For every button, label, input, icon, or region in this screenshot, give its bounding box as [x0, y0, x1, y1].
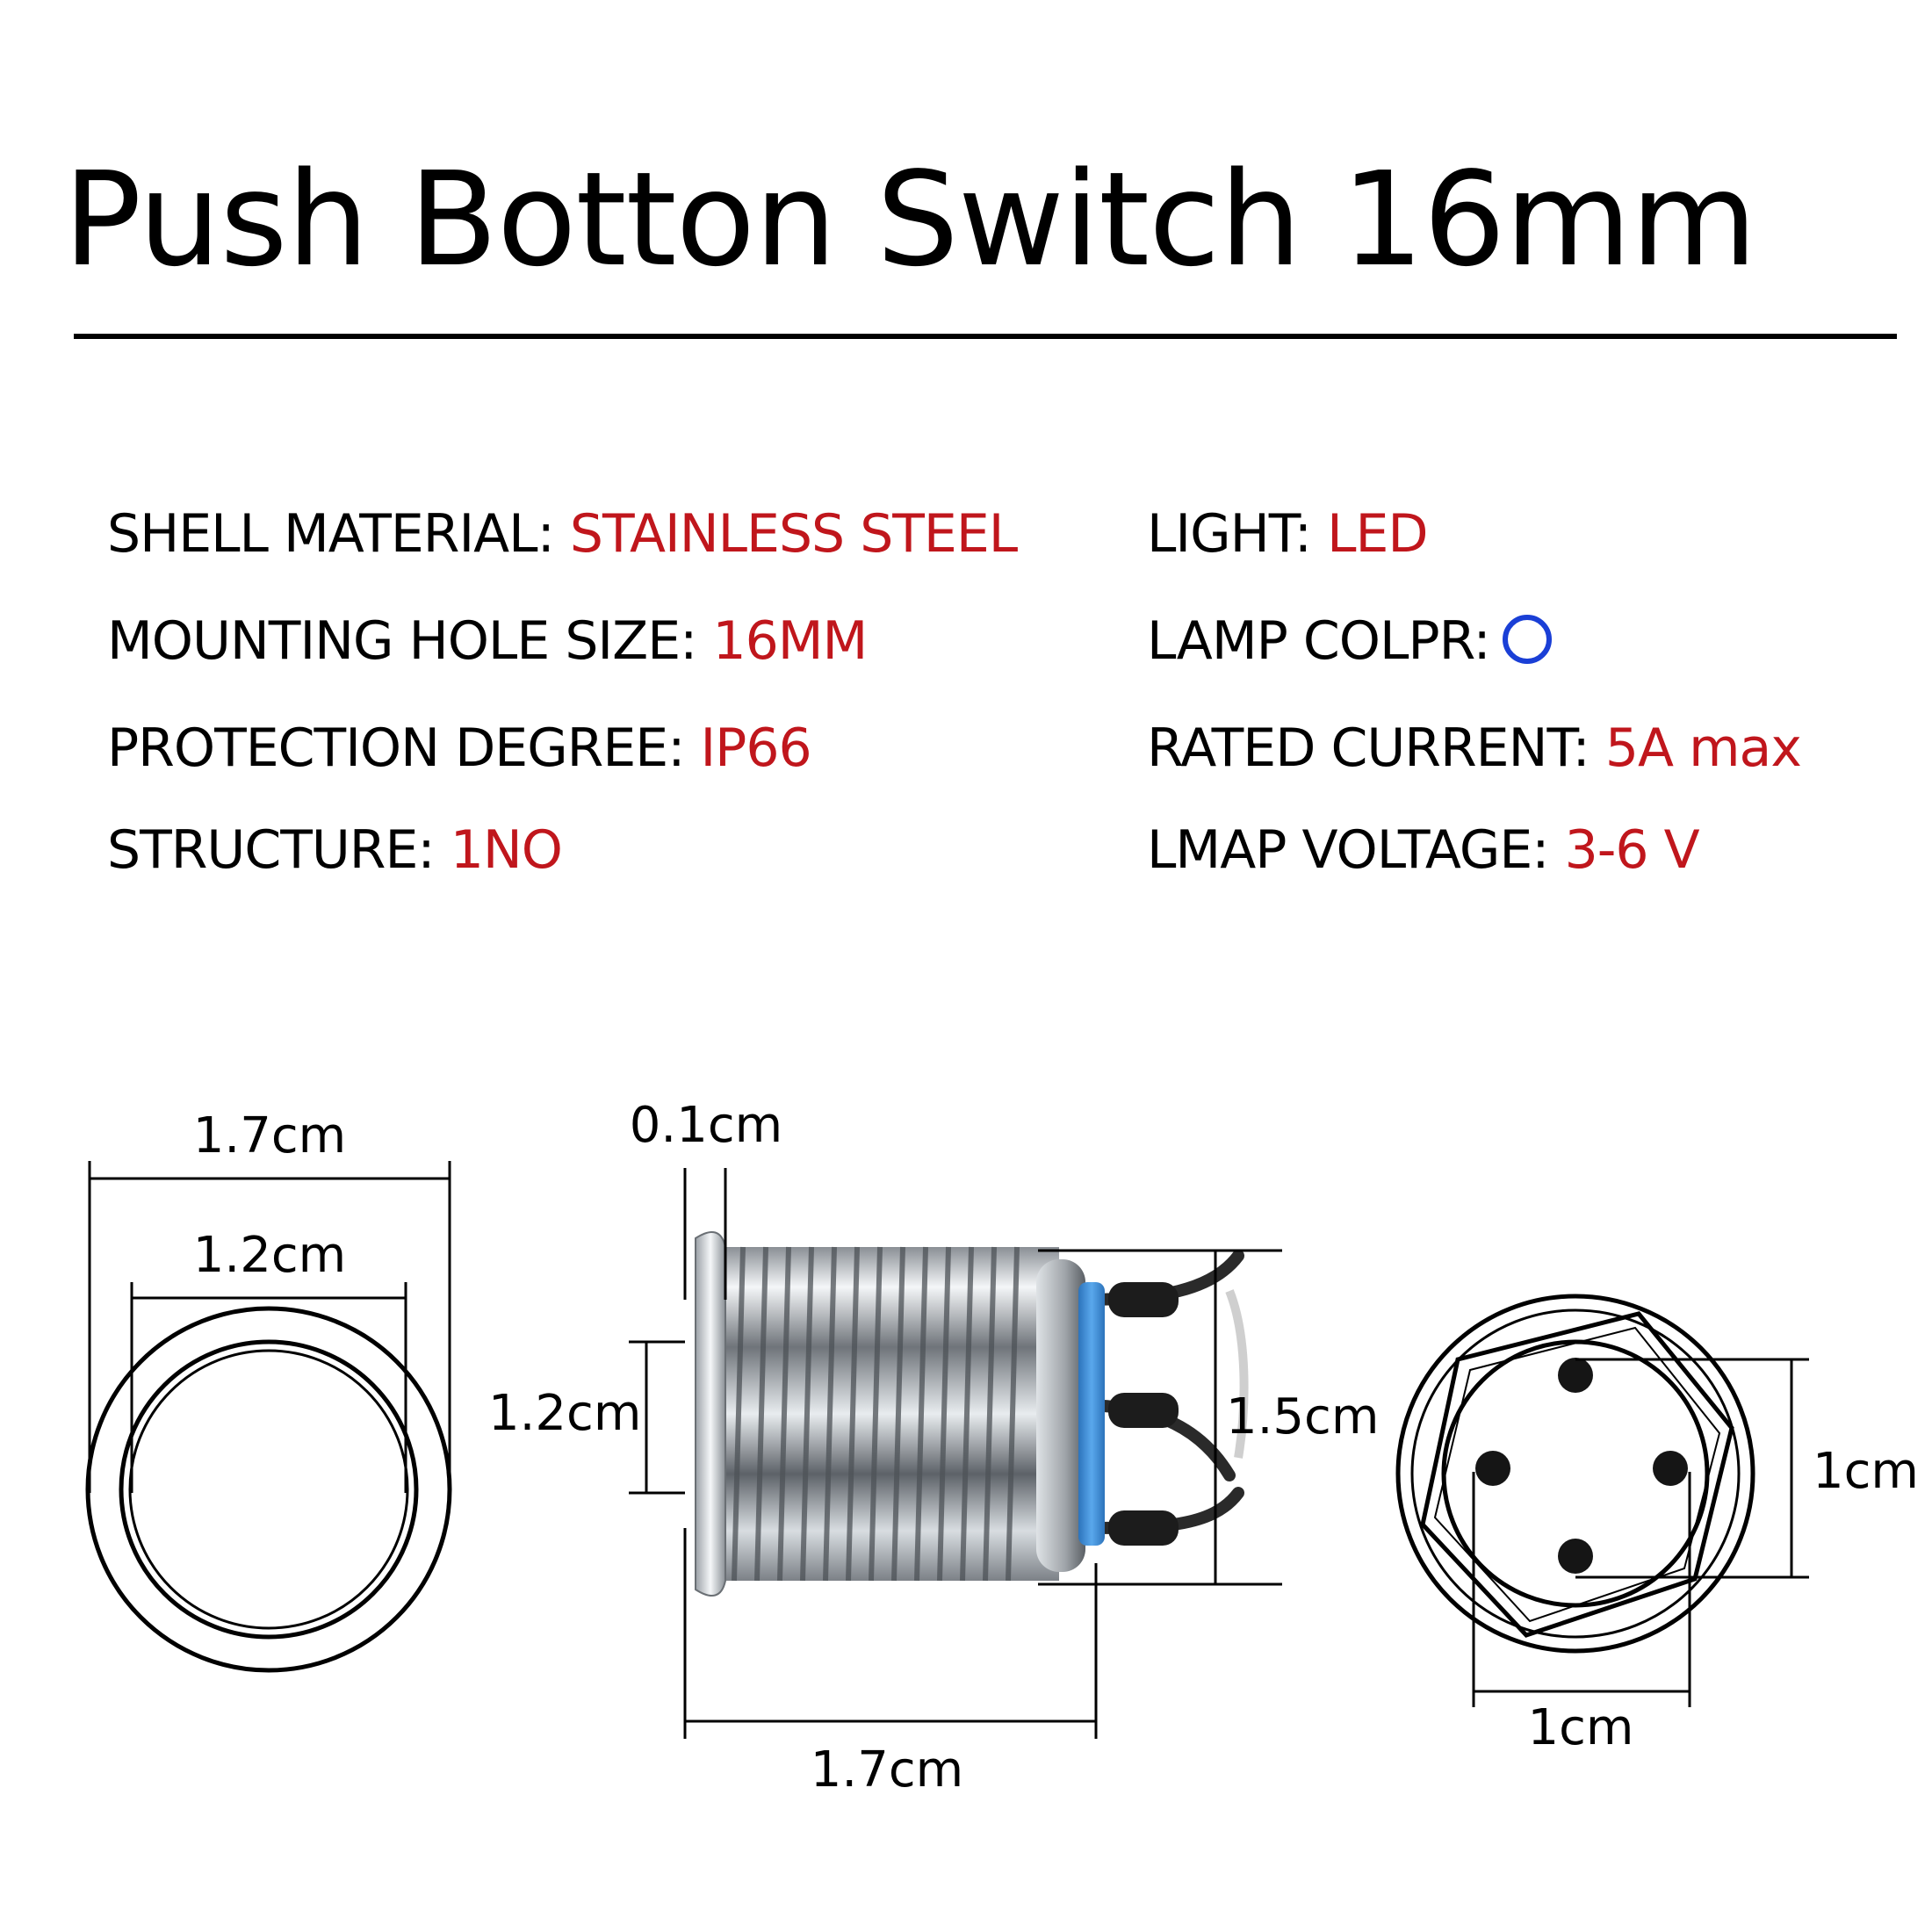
spec-light: LIGHT: LED	[1147, 508, 1429, 560]
rear-view: 1cm 1cm	[1395, 1294, 1919, 1756]
page-title: Push Botton Switch 16mm	[63, 144, 1757, 295]
spec-label: PROTECTION DEGREE:	[107, 717, 701, 779]
wire-sleeve	[1108, 1510, 1179, 1546]
spec-protection-degree: PROTECTION DEGREE: IP66	[107, 722, 812, 775]
dim-body-height: 1.5cm	[1226, 1388, 1379, 1445]
pin-top	[1558, 1358, 1593, 1393]
side-view: 0.1cm 1.2cm 1.5cm 1.7cm	[488, 1097, 1379, 1799]
spec-label: RATED CURRENT:	[1147, 717, 1605, 779]
wire	[1074, 1487, 1244, 1534]
lamp-color-circle-icon	[1502, 615, 1552, 664]
hex-nut	[1420, 1311, 1734, 1638]
spec-label: LMAP VOLTAGE:	[1147, 819, 1565, 881]
dim-side-length: 1.7cm	[811, 1741, 963, 1799]
pin-right	[1653, 1451, 1688, 1486]
rear-nut-ring	[1410, 1308, 1741, 1639]
spec-label: MOUNTING HOLE SIZE:	[107, 610, 713, 672]
dim-pin-horizontal: 1cm	[1528, 1699, 1634, 1756]
spec-lamp-voltage: LMAP VOLTAGE: 3-6 V	[1147, 824, 1700, 876]
spec-mounting-hole-size: MOUNTING HOLE SIZE: 16MM	[107, 615, 868, 667]
title-underline	[74, 334, 1897, 339]
hex-nut-inner	[1433, 1326, 1721, 1623]
spec-value: 5A max	[1604, 717, 1802, 779]
dim-front-outer-width: 1.7cm	[193, 1107, 346, 1164]
spec-value: 16MM	[712, 610, 868, 672]
spec-value: 3-6 V	[1564, 819, 1700, 881]
wire	[1074, 1250, 1244, 1306]
rear-outer-ring	[1395, 1294, 1755, 1654]
dim-pin-vertical: 1cm	[1813, 1443, 1919, 1500]
spec-rated-current: RATED CURRENT: 5A max	[1147, 722, 1802, 775]
front-button-face	[128, 1349, 409, 1630]
dim-front-inner-width: 1.2cm	[193, 1227, 346, 1284]
front-outer-ring	[85, 1306, 452, 1673]
flange	[695, 1230, 726, 1597]
seal-ring	[1078, 1282, 1105, 1546]
wire-sleeve	[1108, 1282, 1179, 1317]
wire	[1074, 1399, 1236, 1481]
spec-value: IP66	[700, 717, 811, 779]
spec-structure: STRUCTURE: 1NO	[107, 824, 563, 876]
pin-left	[1475, 1451, 1510, 1486]
rear-cap	[1036, 1259, 1085, 1572]
spec-lamp-color: LAMP COLPR:	[1147, 615, 1552, 667]
front-inner-ring	[119, 1339, 419, 1640]
front-view: 1.7cm 1.2cm	[85, 1107, 452, 1673]
threads	[732, 1246, 1020, 1582]
spec-label: SHELL MATERIAL:	[107, 503, 570, 565]
pin-bottom	[1558, 1539, 1593, 1574]
spec-shell-material: SHELL MATERIAL: STAINLESS STEEL	[107, 508, 1018, 560]
wire-sleeve	[1108, 1393, 1179, 1428]
spec-value: LED	[1327, 503, 1429, 565]
spec-label: LAMP COLPR:	[1147, 610, 1491, 672]
wire	[1225, 1289, 1249, 1459]
dim-button-height: 1.2cm	[488, 1385, 641, 1442]
spec-label: STRUCTURE:	[107, 819, 451, 881]
spec-value: 1NO	[450, 819, 563, 881]
spec-value: STAINLESS STEEL	[569, 503, 1018, 565]
dim-flange-thickness: 0.1cm	[630, 1097, 782, 1154]
spec-label: LIGHT:	[1147, 503, 1328, 565]
